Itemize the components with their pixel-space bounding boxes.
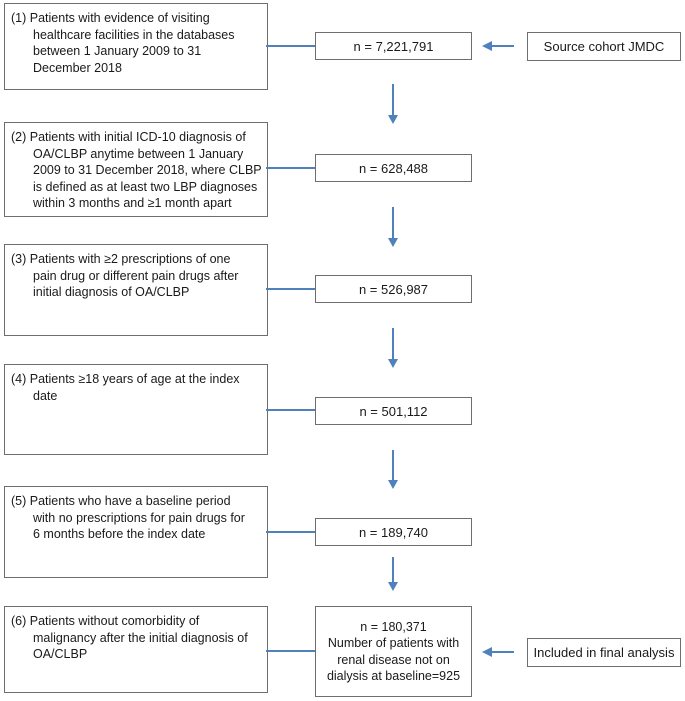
- down-arrow-icon-1: [388, 115, 398, 124]
- criterion-text-1: (1) Patients with evidence of visiting h…: [11, 11, 235, 75]
- count-box-5: n = 189,740: [315, 518, 472, 546]
- count-text-5: n = 189,740: [358, 524, 429, 540]
- connector-line-1: [266, 45, 316, 47]
- criterion-text-5: (5) Patients who have a baseline period …: [11, 494, 245, 541]
- criterion-box-1: (1) Patients with evidence of visiting h…: [4, 3, 268, 90]
- count-box-4: n = 501,112: [315, 397, 472, 425]
- connector-line-3: [266, 288, 316, 290]
- criterion-text-2: (2) Patients with initial ICD-10 diagnos…: [11, 130, 262, 210]
- count-box-2: n = 628,488: [315, 154, 472, 182]
- source-cohort-box: Source cohort JMDC: [527, 32, 681, 61]
- final-count-box: n = 180,371 Number of patients with rena…: [315, 606, 472, 697]
- down-arrow-shaft-2: [392, 207, 394, 238]
- down-arrow-shaft-4: [392, 450, 394, 480]
- count-text-2: n = 628,488: [358, 160, 429, 176]
- criterion-box-6: (6) Patients without comorbidity of mali…: [4, 606, 268, 693]
- down-arrow-icon-4: [388, 480, 398, 489]
- included-arrow-left-icon: [482, 647, 492, 657]
- criterion-box-5: (5) Patients who have a baseline period …: [4, 486, 268, 578]
- final-count-text: n = 180,371: [360, 619, 427, 634]
- criterion-text-3: (3) Patients with ≥2 prescriptions of on…: [11, 252, 239, 299]
- down-arrow-icon-3: [388, 359, 398, 368]
- count-box-1: n = 7,221,791: [315, 32, 472, 60]
- source-cohort-label: Source cohort JMDC: [543, 39, 665, 54]
- criterion-box-4: (4) Patients ≥18 years of age at the ind…: [4, 364, 268, 455]
- included-final-analysis-label: Included in final analysis: [533, 645, 675, 660]
- connector-line-5: [266, 531, 316, 533]
- count-text-3: n = 526,987: [358, 281, 429, 297]
- down-arrow-shaft-5: [392, 557, 394, 582]
- source-arrow-left-icon: [482, 41, 492, 51]
- criterion-box-2: (2) Patients with initial ICD-10 diagnos…: [4, 122, 268, 217]
- included-arrow-shaft: [492, 651, 514, 653]
- criterion-box-3: (3) Patients with ≥2 prescriptions of on…: [4, 244, 268, 336]
- connector-line-4: [266, 409, 316, 411]
- source-arrow-shaft: [492, 45, 514, 47]
- connector-line-2: [266, 167, 316, 169]
- final-count-detail: Number of patients with renal disease no…: [326, 636, 461, 683]
- criterion-text-4: (4) Patients ≥18 years of age at the ind…: [11, 372, 240, 403]
- down-arrow-shaft-1: [392, 84, 394, 115]
- included-final-analysis-box: Included in final analysis: [527, 638, 681, 667]
- down-arrow-icon-5: [388, 582, 398, 591]
- criterion-text-6: (6) Patients without comorbidity of mali…: [11, 614, 248, 661]
- count-text-4: n = 501,112: [359, 403, 428, 419]
- count-text-1: n = 7,221,791: [353, 38, 434, 54]
- connector-line-6: [266, 650, 316, 652]
- down-arrow-icon-2: [388, 238, 398, 247]
- count-box-3: n = 526,987: [315, 275, 472, 303]
- down-arrow-shaft-3: [392, 328, 394, 359]
